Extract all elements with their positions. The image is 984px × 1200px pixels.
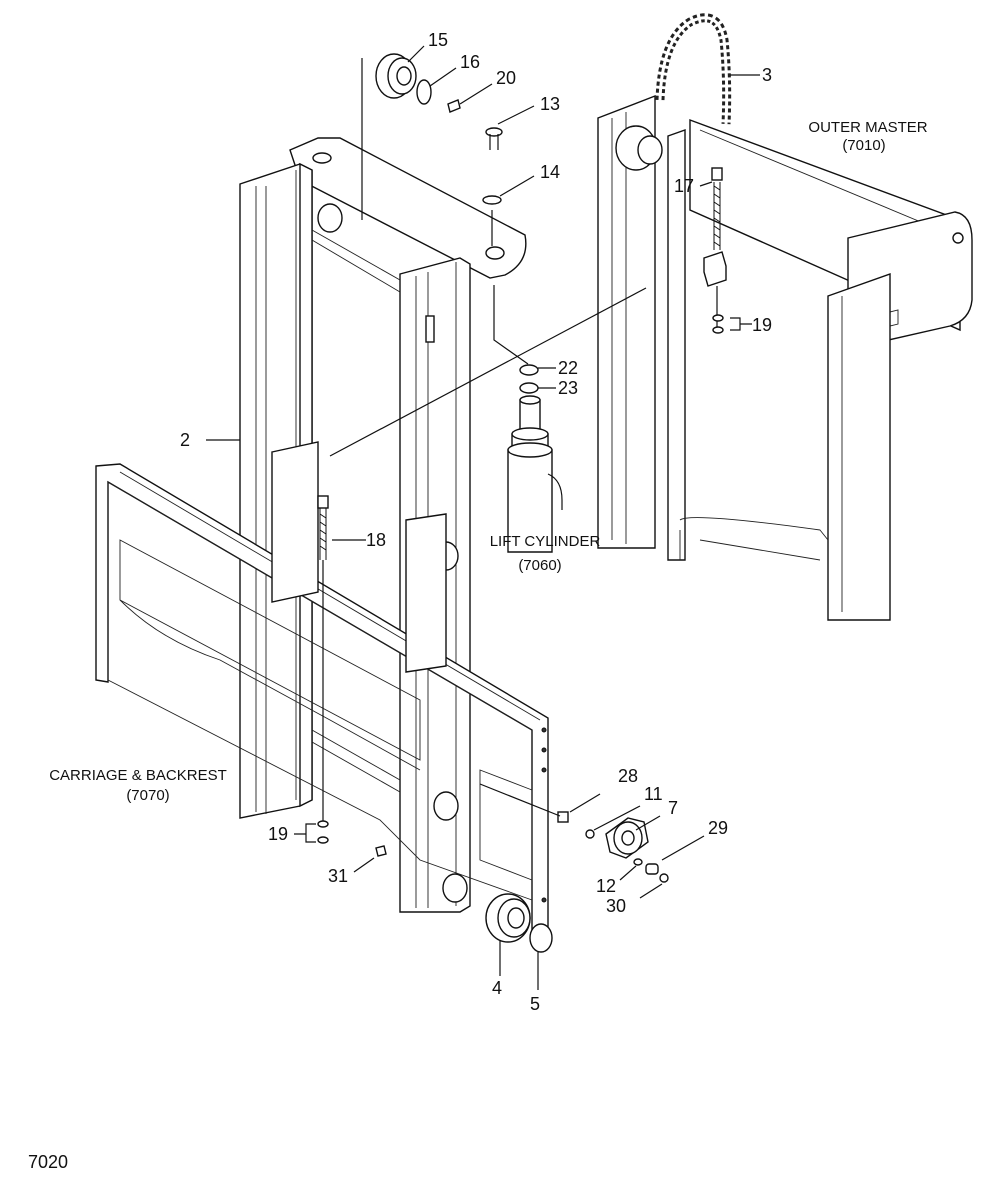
- carriage-backrest: [95, 441, 549, 933]
- outer-master-frame: [597, 94, 973, 621]
- callout-23: 23: [558, 378, 578, 398]
- callout-14: 14: [540, 162, 560, 182]
- carriage-backrest-name: CARRIAGE & BACKREST: [49, 767, 227, 784]
- chain-anchor-bolt-18: [317, 495, 329, 822]
- callout-16: 16: [460, 52, 480, 72]
- callout-20: 20: [496, 68, 516, 88]
- lift-cylinder-code: (7060): [518, 557, 561, 574]
- spacer-29: [645, 863, 659, 875]
- snap-ring-16: [416, 79, 432, 105]
- outer-master-code: (7010): [842, 137, 885, 154]
- shim-28: [557, 811, 569, 823]
- lift-cylinder-name: LIFT CYLINDER: [490, 533, 601, 550]
- callout-7: 7: [668, 798, 678, 818]
- leader-lines: [206, 45, 760, 990]
- callout-22: 22: [558, 358, 578, 378]
- callout-15: 15: [428, 30, 448, 50]
- washer-11: [585, 829, 595, 839]
- callout-19-lower: 19: [268, 824, 288, 844]
- callout-29: 29: [708, 818, 728, 838]
- snap-ring-5: [529, 923, 553, 953]
- seal-23: [519, 382, 539, 394]
- callout-28: 28: [618, 766, 638, 786]
- side-roller-7: [605, 817, 649, 859]
- callout-31: 31: [328, 866, 348, 886]
- washer-14: [482, 195, 502, 205]
- page-code: 7020: [28, 1152, 68, 1172]
- carriage-backrest-code: (7070): [126, 787, 169, 804]
- nut-19-lower-a: [317, 820, 329, 828]
- callout-30: 30: [606, 896, 626, 916]
- callout-12: 12: [596, 876, 616, 896]
- roller-4: [485, 893, 531, 943]
- chain-anchor-bolt: [703, 167, 727, 334]
- part-31: [375, 845, 387, 857]
- callout-18: 18: [366, 530, 386, 550]
- callout-5: 5: [530, 994, 540, 1014]
- assembly-labels: OUTER MASTER (7010) LIFT CYLINDER (7060)…: [49, 119, 928, 804]
- washer-30: [659, 873, 669, 883]
- callout-11: 11: [644, 784, 663, 804]
- callout-3: 3: [762, 65, 772, 85]
- lift-cylinder: [507, 395, 563, 553]
- seal-22: [519, 364, 539, 376]
- callout-4: 4: [492, 978, 502, 998]
- roller-15: [375, 53, 417, 99]
- pin-13: [485, 127, 503, 150]
- callout-13: 13: [540, 94, 560, 114]
- nut-19-lower-b: [317, 836, 329, 844]
- outer-master-name: OUTER MASTER: [808, 119, 927, 136]
- lift-chain: [655, 13, 732, 125]
- callout-17: 17: [674, 176, 694, 196]
- part-20: [447, 99, 461, 113]
- washer-12: [633, 858, 643, 866]
- callout-2: 2: [180, 430, 190, 450]
- callout-labels: 15 16 20 13 14 3 17 19 22 23 2 18 19 31 …: [180, 30, 772, 1014]
- callout-19-upper: 19: [752, 315, 772, 335]
